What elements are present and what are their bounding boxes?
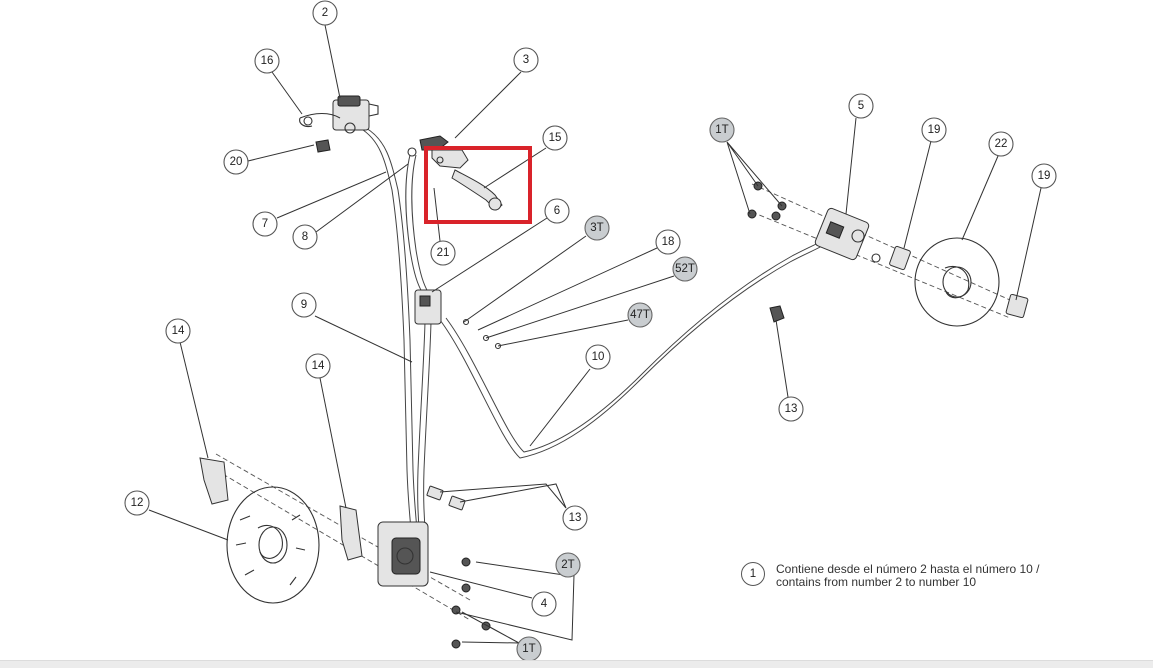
callout-47T-label: 47T [630,309,650,321]
callout-14-center-label: 14 [312,360,325,372]
callout-4-label: 4 [541,598,548,610]
callout-47T: 47T [627,302,653,328]
callout-21: 21 [430,240,456,266]
leader-lines [148,24,1042,644]
callout-1T-top: 1T [709,117,735,143]
callout-13-right: 13 [778,396,804,422]
callout-13-right-label: 13 [785,403,798,415]
brake-hoses [359,127,825,541]
callout-3: 3 [513,47,539,73]
callout-3-label: 3 [523,54,529,66]
callout-7-label: 7 [262,218,268,230]
callout-2T-label: 2T [561,559,574,571]
pad-20 [315,139,331,153]
callout-13-lower-label: 13 [569,512,582,524]
callout-3T: 3T [584,215,610,241]
callout-12: 12 [124,490,150,516]
callout-1T-bottom: 1T [516,636,542,662]
rear-brake-assembly [747,181,1029,327]
callout-6-label: 6 [554,205,560,217]
callout-8: 8 [292,224,318,250]
callout-12-label: 12 [131,497,144,509]
callout-8-label: 8 [302,231,308,243]
callout-14-center: 14 [305,353,331,379]
callout-20: 20 [223,149,249,175]
callout-16-label: 16 [261,55,274,67]
callout-20-label: 20 [230,156,243,168]
note-line-english: contains from number 2 to number 10 [776,575,977,589]
callout-10: 10 [585,344,611,370]
callout-1T-bottom-label: 1T [522,643,535,655]
callout-1T-top-label: 1T [715,124,728,136]
callout-2T: 2T [555,552,581,578]
callout-5-label: 5 [858,100,864,112]
callout-19-upper-label: 19 [928,124,941,136]
callout-9: 9 [291,292,317,318]
front-brake-assembly [199,453,491,649]
hydraulic-distributor [414,289,502,350]
callout-18-label: 18 [662,236,675,248]
note-text: Contiene desde el número 2 hasta el núme… [776,563,1040,589]
callout-15: 15 [542,125,568,151]
callout-2: 2 [312,0,338,26]
note-line-spanish: Contiene desde el número 2 hasta el núme… [776,562,1040,576]
note-number: 1 [741,562,765,586]
callout-18: 18 [655,229,681,255]
callout-19-right-label: 19 [1038,170,1051,182]
callout-16: 16 [254,48,280,74]
callout-9-label: 9 [301,299,307,311]
callout-21-label: 21 [437,247,450,259]
callout-3T-label: 3T [590,222,603,234]
highlight-box [424,146,532,224]
callout-6: 6 [544,198,570,224]
callout-19-upper: 19 [921,117,947,143]
callout-2-label: 2 [322,7,328,19]
callout-15-label: 15 [549,132,562,144]
callout-10-label: 10 [592,351,605,363]
callout-22-label: 22 [995,138,1008,150]
callout-4: 4 [531,591,557,617]
callout-52T-label: 52T [675,263,695,275]
callout-22: 22 [988,131,1014,157]
callout-13-lower: 13 [562,505,588,531]
callout-7: 7 [252,211,278,237]
callout-14-left: 14 [165,318,191,344]
callout-5: 5 [848,93,874,119]
callout-19-right: 19 [1031,163,1057,189]
bottom-edge-bar [0,660,1153,668]
master-cylinder [299,95,379,134]
callout-14-left-label: 14 [172,325,185,337]
callout-52T: 52T [672,256,698,282]
